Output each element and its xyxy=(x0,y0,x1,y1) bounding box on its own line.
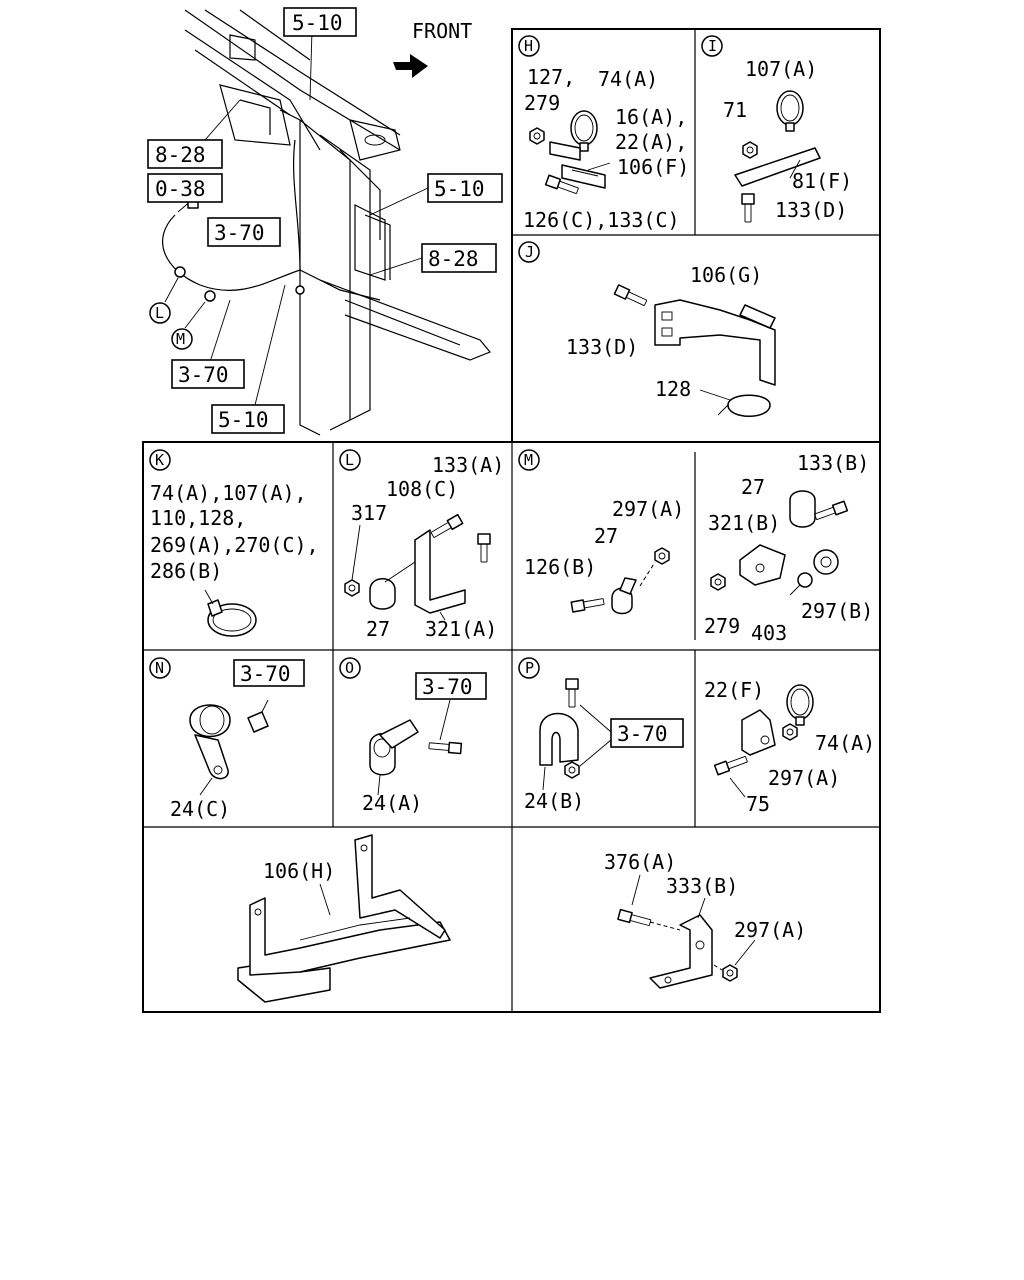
label-108c: 108(C) xyxy=(386,477,458,501)
panel-m: M 297(A) 27 126(B) 133(B) 27 321(B) 279 … xyxy=(518,449,873,645)
label-128: 128 xyxy=(655,377,691,401)
label-403: 403 xyxy=(751,621,787,645)
label-297a-m: 297(A) xyxy=(612,497,684,521)
label-27-m2: 27 xyxy=(741,475,765,499)
panel-k: K 74(A),107(A), 110,128, 269(A),270(C), … xyxy=(149,449,319,637)
panel-n-letter: N xyxy=(155,659,164,677)
panel-h: H 127, 74(A) 279 16(A), 22(A), 106(F) 12… xyxy=(518,35,689,232)
label-279: 279 xyxy=(524,91,560,115)
label-81f: 81(F) xyxy=(792,169,852,193)
main-view: FRONT 5-10 8-28 0-38 3-70 5-10 8-28 3-70… xyxy=(147,7,503,436)
label-107a-i: 107(A) xyxy=(745,57,817,81)
label-k-line2: 110,128, xyxy=(150,506,246,530)
panel-l-letter: L xyxy=(345,451,354,469)
panel-r: 376(A) 333(B) 297(A) xyxy=(604,850,806,989)
ref-3-70-upper: 3-70 xyxy=(214,221,265,245)
panel-i: I 107(A) 71 81(F) 133(D) xyxy=(701,35,852,223)
label-24a: 24(A) xyxy=(362,791,422,815)
label-286b: 286(B) xyxy=(150,559,222,583)
front-label: FRONT xyxy=(412,19,472,43)
panel-i-letter: I xyxy=(708,37,717,55)
label-106g: 106(G) xyxy=(690,263,762,287)
label-279-m: 279 xyxy=(704,614,740,638)
ref-3-70-p: 3-70 xyxy=(617,722,668,746)
label-133d-i: 133(D) xyxy=(775,198,847,222)
label-22f: 22(F) xyxy=(704,678,764,702)
label-126c-133c: 126(C),133(C) xyxy=(523,208,680,232)
label-297b: 297(B) xyxy=(801,599,873,623)
label-317: 317 xyxy=(351,501,387,525)
label-16a: 16(A), xyxy=(615,105,687,129)
label-24b: 24(B) xyxy=(524,789,584,813)
panel-p: P 3-70 24(B) 22(F) 74(A) 297(A) 75 xyxy=(518,657,875,816)
label-133d-j: 133(D) xyxy=(566,335,638,359)
label-k-line1: 74(A),107(A), xyxy=(150,481,307,505)
ref-3-70-n: 3-70 xyxy=(240,662,291,686)
label-376a: 376(A) xyxy=(604,850,676,874)
panel-p-letter: P xyxy=(525,659,534,677)
front-arrow-icon xyxy=(393,54,428,78)
label-133b: 133(B) xyxy=(797,451,869,475)
label-k-line3: 269(A),270(C), xyxy=(150,533,319,557)
label-133a: 133(A) xyxy=(432,453,504,477)
panel-k-letter: K xyxy=(155,451,164,469)
ref-5-10-bottom: 5-10 xyxy=(218,408,269,432)
panel-h-letter: H xyxy=(524,37,533,55)
mark-l: L xyxy=(155,304,164,322)
panel-o: O 3-70 24(A) xyxy=(339,657,487,815)
panel-o-letter: O xyxy=(345,659,354,677)
panel-j: J 106(G) 133(D) 128 xyxy=(518,241,776,417)
label-127: 127, xyxy=(527,65,575,89)
ref-3-70-lower: 3-70 xyxy=(178,363,229,387)
panel-n: N 3-70 24(C) xyxy=(149,657,305,821)
label-24c: 24(C) xyxy=(170,797,230,821)
label-27-l: 27 xyxy=(366,617,390,641)
ref-8-28-right: 8-28 xyxy=(428,247,479,271)
label-27-m: 27 xyxy=(594,524,618,548)
label-297a-p: 297(A) xyxy=(768,766,840,790)
panel-m-letter: M xyxy=(524,451,533,469)
label-297a-r: 297(A) xyxy=(734,918,806,942)
label-74a-p: 74(A) xyxy=(815,731,875,755)
label-74a: 74(A) xyxy=(598,67,658,91)
ref-8-28-left: 8-28 xyxy=(155,143,206,167)
panel-grid xyxy=(142,28,881,1013)
ref-5-10-right: 5-10 xyxy=(434,177,485,201)
label-126b: 126(B) xyxy=(524,555,596,579)
label-321a: 321(A) xyxy=(425,617,497,641)
label-106h: 106(H) xyxy=(263,859,335,883)
ref-5-10-top: 5-10 xyxy=(292,11,343,35)
mark-m: M xyxy=(176,330,185,348)
label-106f: 106(F) xyxy=(617,155,689,179)
label-75: 75 xyxy=(746,792,770,816)
label-321b: 321(B) xyxy=(708,511,780,535)
ref-3-70-o: 3-70 xyxy=(422,675,473,699)
panel-l: L 133(A) 108(C) 317 27 321(A) xyxy=(339,449,504,641)
label-71: 71 xyxy=(723,98,747,122)
label-333b: 333(B) xyxy=(666,874,738,898)
ref-0-38: 0-38 xyxy=(155,177,206,201)
label-22a: 22(A), xyxy=(615,130,687,154)
panel-106h: 106(H) xyxy=(237,834,451,1003)
panel-j-letter: J xyxy=(525,243,534,261)
